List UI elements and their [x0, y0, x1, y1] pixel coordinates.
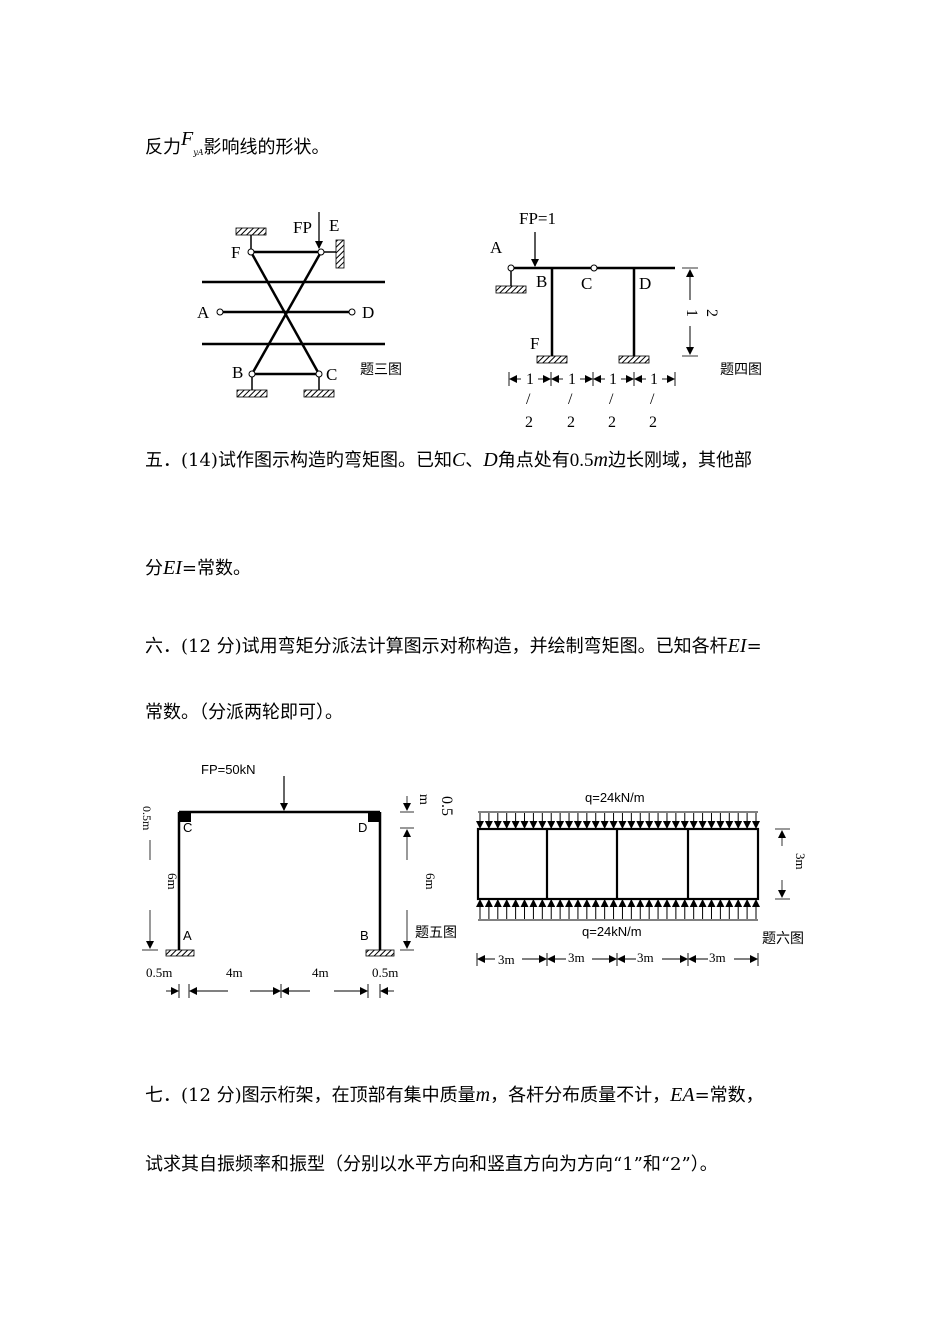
label-b: B	[536, 272, 547, 291]
figure-5: FP=50kN C D A B 0.5m 6m 0.5 m 6m	[140, 762, 457, 998]
svg-text:6m: 6m	[423, 873, 438, 890]
svg-text:4m: 4m	[312, 965, 329, 980]
question-7-line-1: 七．(12 分)图示桁架，在顶部有集中质量m，各杆分布质量不计，EA=常数，	[145, 1084, 764, 1106]
caption-fig4: 题四图	[720, 362, 762, 378]
question-5-line-1: 五．(14)试作图示构造旳弯矩图。已知C、D角点处有0.5m边长刚域，其他部	[145, 449, 752, 471]
svg-text:3m: 3m	[637, 950, 654, 965]
svg-text:A: A	[183, 928, 192, 943]
figure-6: q=24kN/m q=24kN/m 3m 3m 3m 3m 3m	[476, 790, 808, 967]
svg-text:3m: 3m	[793, 853, 808, 870]
label-c: C	[326, 365, 337, 384]
svg-text:0.5m: 0.5m	[372, 965, 398, 980]
label-d: D	[639, 274, 651, 293]
svg-text:3m: 3m	[568, 950, 585, 965]
label-f: F	[231, 243, 240, 262]
svg-text:C: C	[183, 820, 192, 835]
svg-text:2: 2	[703, 309, 720, 317]
svg-text:1: 1	[526, 371, 534, 388]
svg-text:0.5m: 0.5m	[146, 965, 172, 980]
svg-text:6m: 6m	[165, 873, 180, 890]
svg-text:/: /	[650, 391, 655, 408]
question-6-line-1: 六．(12 分)试用弯矩分派法计算图示对称构造，并绘制弯矩图。已知各杆EI=	[145, 635, 762, 657]
question-5-line-2: 分EI=常数。	[145, 557, 251, 579]
svg-text:/: /	[568, 391, 573, 408]
svg-text:m: m	[416, 794, 431, 805]
rigid-zone-d	[368, 812, 380, 822]
svg-text:1: 1	[568, 371, 576, 388]
svg-text:2: 2	[649, 414, 657, 431]
svg-text:/: /	[609, 391, 614, 408]
svg-text:4m: 4m	[226, 965, 243, 980]
label-fp50: FP=50kN	[201, 762, 256, 777]
span-labels: 1 1 1 1 / / / / 2 2 2 2	[525, 371, 658, 431]
top-load-arrows	[476, 813, 760, 829]
caption-fig3: 题三图	[360, 362, 402, 378]
label-b: B	[232, 363, 243, 382]
rigid-zone-c	[179, 812, 191, 822]
svg-text:3m: 3m	[498, 952, 515, 967]
svg-text:1: 1	[609, 371, 617, 388]
question-6-line-2: 常数。（分派两轮即可）。	[145, 702, 343, 723]
label-q-top: q=24kN/m	[585, 790, 645, 805]
svg-text:B: B	[360, 928, 369, 943]
caption-fig5: 题五图	[415, 925, 457, 941]
support-bottom-c	[303, 389, 335, 398]
label-a: A	[197, 303, 210, 322]
label-f: F	[530, 334, 539, 353]
label-c: C	[581, 274, 592, 293]
bottom-dimensions: 0.5m 4m 4m 0.5m	[146, 965, 398, 980]
support-right-e	[335, 239, 345, 269]
label-a: A	[490, 238, 503, 257]
svg-text:2: 2	[567, 414, 575, 431]
svg-text:1: 1	[650, 371, 658, 388]
bottom-load-arrows	[476, 899, 760, 919]
label-fp1: FP=1	[519, 209, 556, 228]
label-fp: FP	[293, 218, 312, 237]
svg-text:2: 2	[608, 414, 616, 431]
svg-text:2: 2	[525, 414, 533, 431]
label-q-bottom: q=24kN/m	[582, 924, 642, 939]
support-bottom-b	[236, 389, 268, 398]
svg-text:/: /	[526, 391, 531, 408]
var-F-subscript: yA	[193, 148, 204, 157]
svg-text:0.5m: 0.5m	[140, 806, 154, 831]
svg-text:1: 1	[683, 309, 700, 317]
svg-text:0.5: 0.5	[438, 796, 455, 816]
support-top-left	[235, 227, 267, 236]
figure-3: FP E F A D B C 题三图	[197, 212, 402, 398]
text-line-1: 反力FyA影响线的形状。	[145, 128, 330, 158]
var-F: F	[181, 128, 194, 150]
svg-text:D: D	[358, 820, 367, 835]
caption-fig6: 题六图	[762, 931, 804, 947]
label-e: E	[329, 216, 339, 235]
figure-4: FP=1 A B C D F 1 2	[490, 209, 762, 431]
label-d: D	[362, 303, 374, 322]
question-7-line-2: 试求其自振频率和振型（分别以水平方向和竖直方向为方向“1”和“2”）。	[145, 1154, 718, 1175]
svg-text:3m: 3m	[709, 950, 726, 965]
